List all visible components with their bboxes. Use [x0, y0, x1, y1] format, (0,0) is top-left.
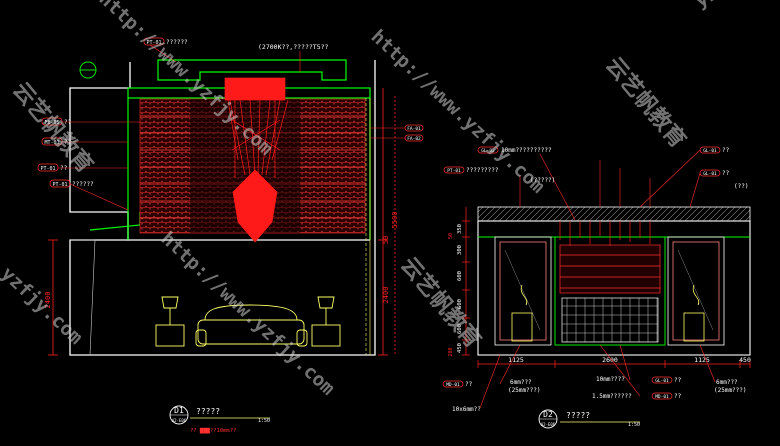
- d2-top-callout-2-text: ?????????: [466, 167, 499, 174]
- d2-ceiling-hatch: [477, 206, 751, 222]
- d2-dim-v-450: 450: [457, 343, 463, 353]
- d2-bottom-callout-8-text: (25mm???): [714, 387, 747, 394]
- d1-right-tag-2: FA-02: [407, 136, 421, 142]
- d2-chandelier: [559, 221, 651, 246]
- d2-bottom-callout-1-text: ??: [465, 381, 473, 388]
- d2-bottom-callouts: MD-01 ?? 6mm??? (25mm???) 10mm???? 1.5mm…: [442, 344, 747, 413]
- d1-dim-right-2400: 2400: [382, 287, 390, 304]
- watermark-url-3: http://www.yzfjy.com: [157, 228, 339, 400]
- d1-trim-column: [365, 98, 371, 355]
- d2-title-id: D2: [543, 410, 553, 419]
- watermark-cn-1: 云艺帆教育: [7, 77, 98, 178]
- watermark-edge-right: yzfjy: [692, 0, 753, 12]
- d2-bottom-callout-5-text: 1.5mm??????: [592, 393, 632, 400]
- d1-tag-5-code: PT-01: [52, 182, 67, 188]
- d2-wine-rack: [554, 236, 666, 346]
- d1-tag-3: MT-01 ??: [41, 137, 128, 146]
- d2-bottom-callout-6-text: 10x6mm??: [452, 406, 481, 413]
- d2-dim-v-350: 350: [457, 224, 463, 234]
- d2-bottom-callout-7-text: 6mm???: [716, 379, 738, 386]
- d1-tag-2: FB-05 ??: [41, 117, 140, 126]
- d1-title-scale: 1:50: [258, 418, 270, 424]
- d2-dim-v-50: 50: [448, 233, 454, 239]
- watermark-cn-3: 云艺帆教育: [395, 252, 486, 353]
- d2-top-callout-3-text: (?????): [530, 177, 555, 184]
- d1-title-sheet: A2-E06: [172, 418, 187, 423]
- d1-tag-1-text: ??????: [166, 39, 188, 46]
- d2-top-callout-5-text: ??: [722, 170, 730, 177]
- d1-room-shadow: [70, 239, 96, 356]
- d2-title-sheet: A2-E06: [541, 422, 556, 427]
- d2-right-glass-panel: [667, 236, 725, 346]
- d2-horizontal-dims: [477, 360, 751, 368]
- d1-tag-4-text: ??: [60, 165, 68, 172]
- d2-dim-v-600b: 600: [457, 299, 463, 309]
- d2-dim-2600: 2600: [602, 356, 618, 364]
- d2-top-callout-6-text: (??): [734, 183, 748, 190]
- d1-tag-4-code: PT-01: [40, 166, 55, 172]
- d2-title-block: D2 A2-E06 ????? 1:50: [538, 409, 640, 429]
- d2-top-callout-1-code: GL-02: [481, 148, 495, 154]
- d2-bottom-callout-3-text: (25mm???): [508, 387, 541, 394]
- d1-tag-1-code: PT-01: [146, 40, 161, 46]
- d2-bottom-callout-10-text: ??: [674, 393, 682, 400]
- d2-top-callout-1-text: 10mm??????????: [501, 147, 552, 154]
- d1-dim-right-50: 50: [382, 236, 390, 244]
- d2-title-text: ?????: [566, 411, 590, 420]
- d2-bottom-callout-4-text: 10mm????: [596, 376, 625, 383]
- d1-chandelier: [224, 77, 289, 243]
- d1-dim-right-5500: 5500: [391, 212, 399, 229]
- d1-legend: ?? ▇▇▇??10mm??: [190, 427, 236, 434]
- d2-top-callout-4-text: ??: [722, 147, 730, 154]
- d1-tags: PT-01 ?????? FB-05 ?? MT-01 ?? PT-01 ??: [37, 37, 188, 211]
- d1-dim-left-2400: 2400: [44, 292, 52, 309]
- d2-bottom-callout-10-code: MD-01: [655, 394, 669, 400]
- d1-title-id: D1: [174, 406, 184, 415]
- watermark-url-short-left: yzfjy.com: [0, 263, 87, 349]
- d1-tag-5-text: ??????: [72, 181, 94, 188]
- d2-vertical-dims: [462, 207, 470, 356]
- d2-top-callout-5-code: GL-01: [703, 171, 717, 177]
- d2-dim-1125-left: 1125: [508, 356, 524, 364]
- d2-top-callouts: GL-02 10mm?????????? PT-01 ????????? (??…: [443, 146, 748, 221]
- d2-bottom-callout-1-code: MD-01: [446, 382, 460, 388]
- d1-title-block: D1 A2-E06 ????? 1:50 ?? ▇▇▇??10mm??: [169, 405, 270, 434]
- d2-dim-450: 450: [739, 356, 751, 364]
- d2-dim-v-200: 200: [448, 347, 454, 356]
- d1-lamp-left: [155, 296, 185, 347]
- d2-sconce-left: [511, 284, 533, 342]
- d2-title-scale: 1:50: [628, 422, 640, 428]
- d1-right-tag-1: FA-01: [407, 126, 421, 132]
- d2-dim-v-600a: 600: [457, 271, 463, 281]
- d2-top-callout-2-code: PT-01: [447, 168, 461, 174]
- d2-sconce-right: [683, 284, 705, 342]
- d1-title-text: ?????: [196, 407, 220, 416]
- d1-tag-3-code: MT-01: [44, 140, 59, 146]
- d1-tag-3-text: ??: [64, 139, 72, 146]
- d2-bottom-callout-9-text: ??: [674, 377, 682, 384]
- d2-bottom-callout-9-code: GL-01: [655, 378, 669, 384]
- d2-dim-v-600c: 600: [457, 324, 463, 334]
- d1-tag-2-code: FB-05: [44, 120, 59, 126]
- d2-top-callout-4-code: GL-01: [703, 148, 717, 154]
- d1-ceiling-note: (2700K??,?????T5??: [258, 43, 329, 51]
- d1-tag-1: PT-01 ??????: [143, 37, 188, 63]
- elevation-d2: 1125 2600 1125 450 350 300 600 600 600 4…: [442, 146, 751, 429]
- d2-dim-1125-right: 1125: [694, 356, 710, 364]
- d2-bottom-callout-2-text: 6mm???: [510, 379, 532, 386]
- d1-lamp-right: [311, 296, 341, 347]
- watermark-cn-2: 云艺帆教育: [600, 52, 691, 153]
- d1-sofa: [195, 304, 308, 347]
- elevation-d1: 2400 5500 2400 50: [37, 37, 424, 434]
- d1-section-marker: [79, 61, 97, 79]
- d2-left-glass-panel: [494, 236, 552, 346]
- d1-tag-2-text: ??: [64, 119, 72, 126]
- d1-right-tags: FA-01 FA-02: [370, 124, 424, 142]
- d1-vertical-dims: [48, 88, 396, 356]
- d1-tag-5: PT-01 ??????: [49, 179, 129, 211]
- d2-dim-v-300: 300: [457, 245, 463, 255]
- d1-tag-4: PT-01 ??: [37, 163, 128, 172]
